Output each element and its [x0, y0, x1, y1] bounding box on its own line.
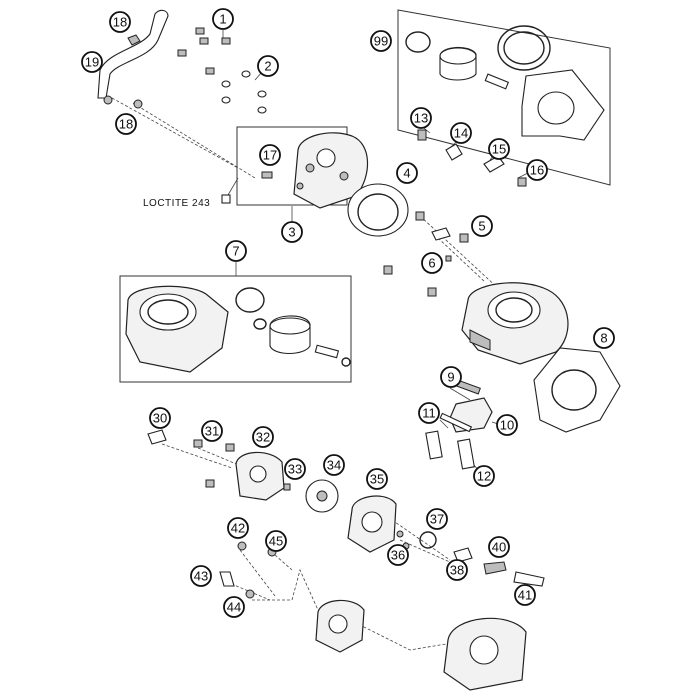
bolts-and-washers: [177, 27, 267, 114]
callout-38: 38: [446, 559, 468, 581]
coolant-hose-assembly: [97, 9, 169, 109]
callout-32: 32: [252, 426, 274, 448]
cylinder-kit-7: [125, 285, 351, 373]
svg-text:31: 31: [205, 424, 219, 439]
loctite-note: LOCTITE 243: [143, 198, 210, 209]
svg-text:11: 11: [422, 406, 436, 421]
svg-text:38: 38: [450, 563, 464, 578]
svg-text:43: 43: [194, 569, 208, 584]
svg-text:9: 9: [447, 370, 454, 385]
frame-kit-7: [119, 275, 352, 383]
callout-2: 2: [257, 55, 279, 77]
callout-36: 36: [387, 544, 409, 566]
callout-1: 1: [212, 8, 234, 30]
callout-44: 44: [223, 596, 245, 618]
callout-12: 12: [473, 465, 495, 487]
callout-8: 8: [593, 327, 615, 349]
svg-text:19: 19: [85, 55, 99, 70]
svg-text:40: 40: [492, 540, 506, 555]
svg-text:17: 17: [263, 148, 277, 163]
svg-text:18: 18: [119, 117, 133, 132]
svg-text:6: 6: [428, 256, 435, 271]
callout-35: 35: [366, 468, 388, 490]
svg-text:7: 7: [232, 244, 239, 259]
svg-text:1: 1: [219, 12, 226, 27]
svg-text:8: 8: [600, 331, 607, 346]
callout-13: 13: [410, 107, 432, 129]
svg-text:5: 5: [478, 219, 485, 234]
svg-text:12: 12: [477, 469, 491, 484]
callout-7: 7: [225, 240, 247, 262]
callout-31: 31: [201, 420, 223, 442]
callout-18-bottom: 18: [115, 113, 137, 135]
svg-text:33: 33: [288, 462, 302, 477]
svg-text:44: 44: [227, 600, 241, 615]
callout-10: 10: [496, 414, 518, 436]
svg-text:32: 32: [256, 430, 270, 445]
svg-text:35: 35: [370, 472, 384, 487]
callout-16: 16: [526, 159, 548, 181]
svg-text:15: 15: [492, 142, 506, 157]
svg-text:41: 41: [518, 588, 532, 603]
svg-text:34: 34: [327, 458, 341, 473]
callout-37: 37: [426, 508, 448, 530]
callout-34: 34: [323, 454, 345, 476]
callout-99: 99: [370, 30, 392, 52]
cylinder-kit-99: [405, 25, 605, 141]
callout-43: 43: [190, 565, 212, 587]
cylinder-right: [461, 282, 569, 365]
callout-4: 4: [396, 162, 418, 184]
callout-15: 15: [488, 138, 510, 160]
callout-40: 40: [488, 536, 510, 558]
callout-5: 5: [471, 215, 493, 237]
svg-text:42: 42: [231, 521, 245, 536]
callout-42: 42: [227, 517, 249, 539]
callout-9: 9: [440, 366, 462, 388]
callout-45: 45: [265, 530, 287, 552]
callout-17: 17: [259, 144, 281, 166]
callout-11: 11: [418, 402, 440, 424]
svg-text:36: 36: [391, 548, 405, 563]
svg-text:13: 13: [414, 111, 428, 126]
bearing-and-pins: [425, 379, 493, 470]
frame-kit-99: [397, 9, 611, 186]
callout-6: 6: [421, 252, 443, 274]
svg-text:4: 4: [403, 166, 410, 181]
callout-33: 33: [284, 458, 306, 480]
svg-text:99: 99: [374, 34, 388, 49]
callout-19: 19: [81, 51, 103, 73]
svg-text:16: 16: [530, 163, 544, 178]
head-gasket: [347, 183, 409, 237]
svg-text:2: 2: [264, 59, 271, 74]
callout-3: 3: [281, 221, 303, 243]
svg-text:18: 18: [113, 15, 127, 30]
svg-text:30: 30: [153, 411, 167, 426]
loctite-note-text: LOCTITE 243: [143, 198, 210, 209]
frames: [119, 9, 611, 383]
svg-text:3: 3: [288, 225, 295, 240]
callout-30: 30: [149, 407, 171, 429]
callout-41: 41: [514, 584, 536, 606]
svg-text:14: 14: [454, 126, 468, 141]
svg-text:37: 37: [430, 512, 444, 527]
svg-text:10: 10: [500, 418, 514, 433]
callout-14: 14: [450, 122, 472, 144]
water-pump-assembly: [147, 429, 545, 691]
base-gasket: [533, 347, 621, 433]
sensor-parts: [417, 129, 527, 187]
callout-18-top: 18: [109, 11, 131, 33]
small-parts-5-6: [383, 211, 469, 297]
svg-text:45: 45: [269, 534, 283, 549]
cylinder-head: [221, 132, 369, 209]
callouts: 1 2 3 4 5 6 7 8 9 10 11 12 13 14 15 16 1…: [81, 8, 615, 618]
